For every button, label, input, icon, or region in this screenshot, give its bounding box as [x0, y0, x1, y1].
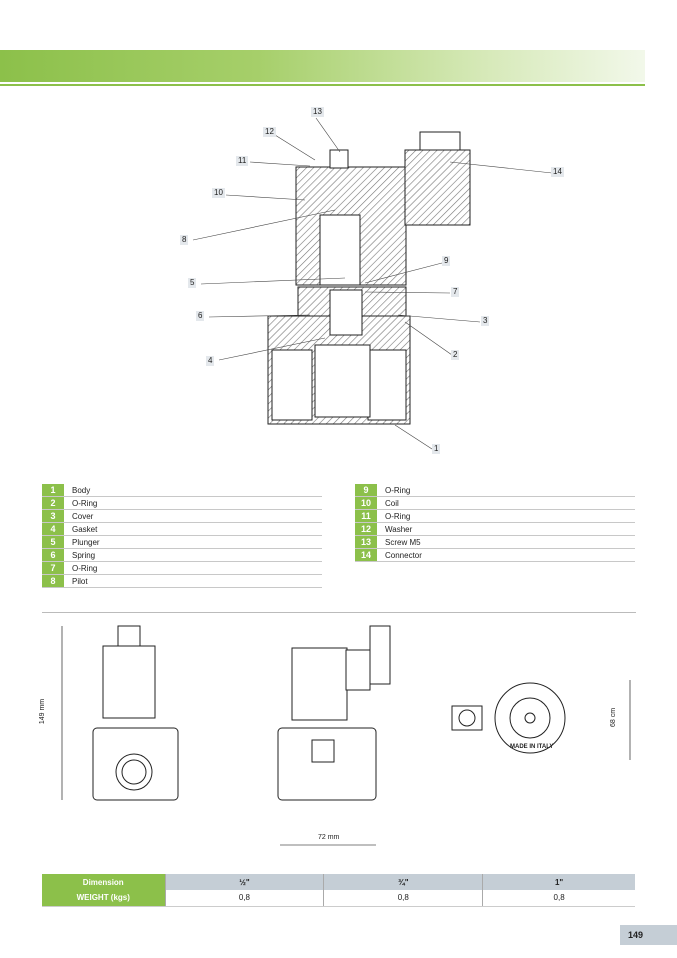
- part-label: Pilot: [72, 576, 88, 586]
- made-in-italy-stamp: MADE IN ITALY: [510, 744, 554, 750]
- callout-10: 10: [212, 188, 225, 198]
- part-label: Cover: [72, 511, 94, 521]
- part-number: 1: [42, 484, 64, 496]
- parts-row: 5 Plunger: [42, 536, 322, 549]
- header-cell: Dimension: [42, 874, 166, 890]
- parts-row: 9 O-Ring: [355, 484, 635, 497]
- part-number: 8: [42, 575, 64, 587]
- part-label: O-Ring: [72, 563, 98, 573]
- parts-row: 13 Screw M5: [355, 536, 635, 549]
- callout-14: 14: [551, 167, 564, 177]
- cell: 0,8: [323, 890, 484, 907]
- row-label: WEIGHT (kgs): [42, 890, 166, 907]
- parts-row: 2 O-Ring: [42, 497, 322, 510]
- callout-8: 8: [180, 235, 189, 245]
- height-dimension: 149 mm: [39, 698, 47, 725]
- parts-row: 4 Gasket: [42, 523, 322, 536]
- part-number: 12: [355, 523, 377, 535]
- part-label: O-Ring: [385, 511, 411, 521]
- part-number: 13: [355, 536, 377, 548]
- callout-7: 7: [451, 287, 460, 297]
- callout-4: 4: [206, 356, 215, 366]
- part-number: 14: [355, 549, 377, 561]
- callout-9: 9: [442, 256, 451, 266]
- header-cell: ¾": [323, 874, 484, 890]
- parts-row: 14 Connector: [355, 549, 635, 562]
- part-number: 9: [355, 484, 377, 496]
- callout-3: 3: [481, 316, 490, 326]
- parts-row: 10 Coil: [355, 497, 635, 510]
- part-label: Coil: [385, 498, 399, 508]
- callout-13: 13: [311, 107, 324, 117]
- width-dimension: 72 mm: [318, 834, 340, 841]
- parts-row: 6 Spring: [42, 549, 322, 562]
- callout-1: 1: [432, 444, 441, 454]
- part-number: 2: [42, 497, 64, 509]
- part-label: O-Ring: [385, 485, 411, 495]
- part-number: 5: [42, 536, 64, 548]
- part-number: 7: [42, 562, 64, 574]
- table-header-row: Dimension ½" ¾" 1": [42, 874, 635, 890]
- callout-5: 5: [188, 278, 197, 288]
- callout-12: 12: [263, 127, 276, 137]
- parts-row: 12 Washer: [355, 523, 635, 536]
- parts-row: 11 O-Ring: [355, 510, 635, 523]
- header-cell: 1": [482, 874, 635, 890]
- table-row: WEIGHT (kgs) 0,8 0,8 0,8: [42, 890, 635, 907]
- callout-6: 6: [196, 311, 205, 321]
- header-rule: [0, 84, 645, 86]
- part-label: Spring: [72, 550, 96, 560]
- part-label: Body: [72, 485, 91, 495]
- part-label: Screw M5: [385, 537, 421, 547]
- part-label: Washer: [385, 524, 413, 534]
- page-number: 149: [620, 925, 677, 945]
- depth-dimension: 68 cm: [610, 707, 618, 728]
- cell: 0,8: [482, 890, 635, 907]
- part-number: 4: [42, 523, 64, 535]
- part-label: Connector: [385, 550, 422, 560]
- weight-table: Dimension ½" ¾" 1" WEIGHT (kgs) 0,8 0,8 …: [42, 874, 635, 907]
- parts-row: 1 Body: [42, 484, 322, 497]
- part-number: 3: [42, 510, 64, 522]
- section-divider: [42, 612, 636, 613]
- callout-2: 2: [451, 350, 460, 360]
- parts-row: 7 O-Ring: [42, 562, 322, 575]
- part-number: 6: [42, 549, 64, 561]
- part-label: O-Ring: [72, 498, 98, 508]
- parts-row: 8 Pilot: [42, 575, 322, 588]
- header-cell: ½": [165, 874, 325, 890]
- part-label: Plunger: [72, 537, 100, 547]
- parts-row: 3 Cover: [42, 510, 322, 523]
- callout-11: 11: [236, 156, 249, 166]
- part-label: Gasket: [72, 524, 98, 534]
- cell: 0,8: [165, 890, 325, 907]
- part-number: 11: [355, 510, 377, 522]
- header-band: [0, 50, 645, 82]
- part-number: 10: [355, 497, 377, 509]
